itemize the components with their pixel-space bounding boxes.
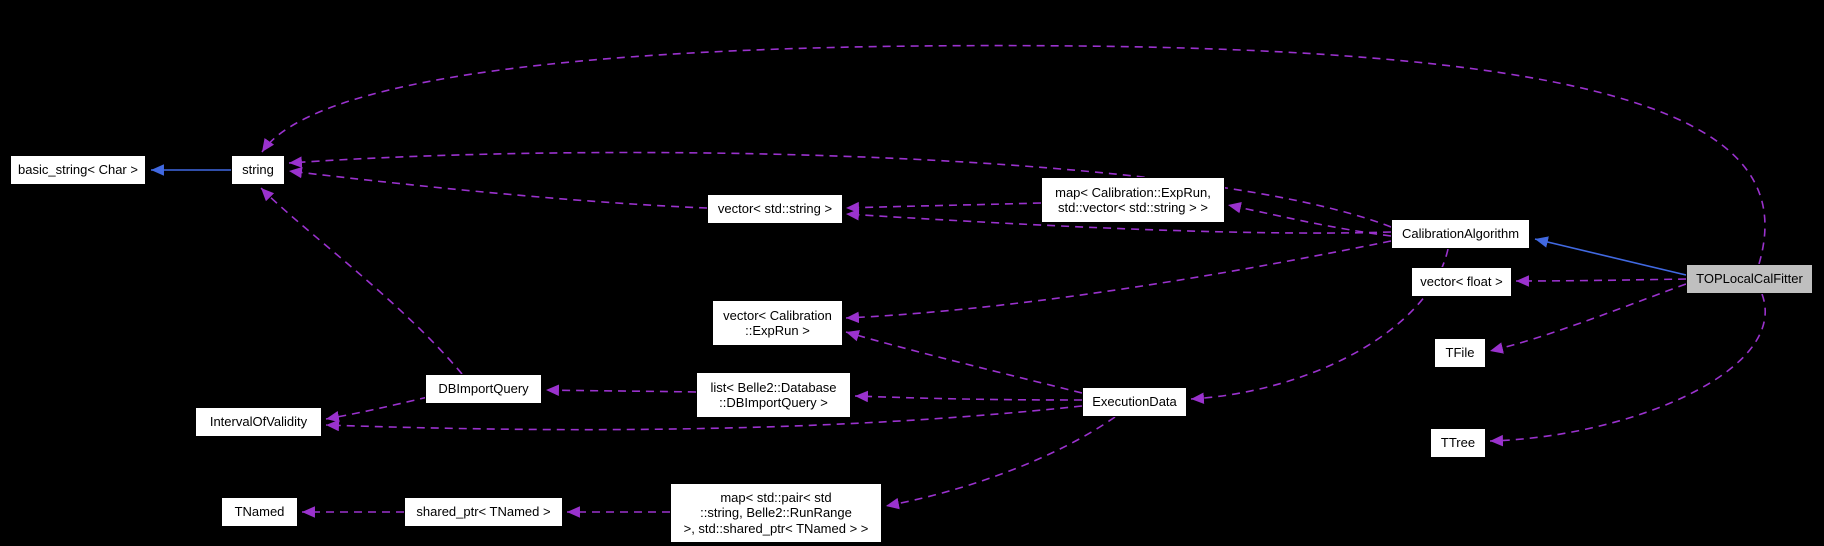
node-top-local-cal-fitter: TOPLocalCalFitter [1686, 264, 1813, 294]
node-basic-string[interactable]: basic_string< Char > [10, 155, 146, 185]
node-ttree[interactable]: TTree [1430, 428, 1486, 458]
node-map-exprun-vector-string[interactable]: map< Calibration::ExpRun, std::vector< s… [1041, 177, 1225, 223]
edge-toplocalcalfitter-to-vector-float [1515, 275, 1687, 287]
node-shared-ptr-tnamed[interactable]: shared_ptr< TNamed > [404, 497, 563, 527]
edge-toplocalcalfitter-to-ttree [1489, 293, 1766, 447]
edge-calibrationalgorithm-to-executiondata [1190, 248, 1449, 404]
edge-calibrationalgorithm-to-string [288, 151, 1392, 228]
node-vector-float[interactable]: vector< float > [1411, 267, 1512, 297]
node-interval-of-validity[interactable]: IntervalOfValidity [195, 407, 322, 437]
edge-calibrationalgorithm-to-vector-string [845, 209, 1392, 234]
edge-executiondata-to-map-pair [885, 416, 1116, 510]
node-db-import-query[interactable]: DBImportQuery [425, 374, 542, 404]
edge-toplocalcalfitter-to-tfile [1489, 283, 1687, 354]
edge-calibrationalgorithm-to-vector-exprun [845, 240, 1392, 324]
edge-map-exprun-to-vector-string [845, 201, 1042, 214]
edge-executiondata-to-vector-exprun [845, 330, 1083, 394]
edge-toplocalcalfitter-to-calibrationalgorithm [1534, 236, 1687, 276]
edge-dbimportquery-to-string [260, 187, 463, 375]
node-tnamed[interactable]: TNamed [221, 497, 298, 527]
node-calibration-algorithm[interactable]: CalibrationAlgorithm [1391, 219, 1530, 249]
node-tfile[interactable]: TFile [1434, 338, 1486, 368]
edge-executiondata-to-list-dbimportquery [854, 390, 1083, 403]
edge-vector-string-to-string [288, 166, 708, 209]
node-vector-std-string[interactable]: vector< std::string > [707, 194, 843, 224]
edge-calibrationalgorithm-to-map-exprun [1227, 202, 1392, 237]
node-string[interactable]: string [231, 155, 285, 185]
edge-dbimportquery-to-intervalofvalidity [325, 396, 429, 423]
node-vector-calibration-exprun[interactable]: vector< Calibration ::ExpRun > [712, 300, 843, 346]
edge-toplocalcalfitter-to-string [261, 44, 1766, 265]
edge-executiondata-to-intervalofvalidity [325, 405, 1083, 432]
node-map-pair-string-runrange[interactable]: map< std::pair< std ::string, Belle2::Ru… [670, 483, 882, 543]
node-list-db-import-query[interactable]: list< Belle2::Database ::DBImportQuery > [696, 372, 851, 418]
edge-list-to-dbimportquery [545, 384, 697, 396]
node-execution-data[interactable]: ExecutionData [1082, 387, 1187, 417]
